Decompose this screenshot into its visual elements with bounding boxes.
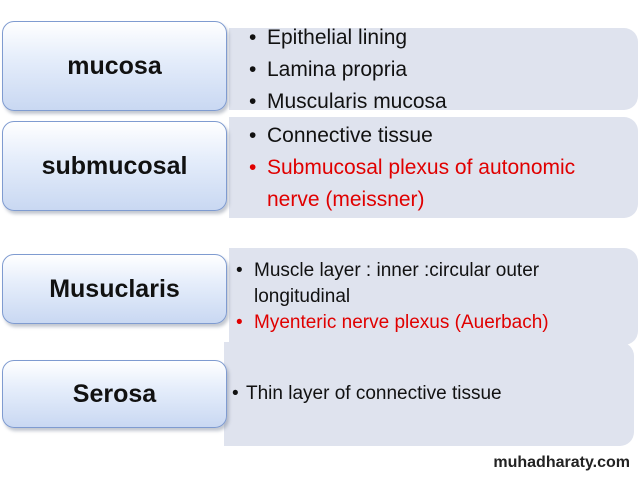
list-item: •Muscularis mucosa bbox=[249, 86, 629, 118]
list-item: •Connective tissue bbox=[249, 120, 619, 152]
mucosa-content-panel bbox=[229, 28, 638, 110]
bullet-icon: • bbox=[236, 312, 243, 333]
serosa-label-box: Serosa bbox=[2, 360, 227, 428]
bullet-icon: • bbox=[249, 124, 257, 147]
serosa-label: Serosa bbox=[72, 379, 157, 408]
submucosal-label: submucosal bbox=[41, 151, 188, 180]
list-item: •Thin layer of connective tissue bbox=[232, 381, 622, 407]
watermark-text: muhadharaty.com bbox=[493, 454, 630, 471]
bullet-icon: • bbox=[249, 58, 257, 81]
muscularis-label-box: Musuclaris bbox=[2, 254, 227, 324]
bullet-icon: • bbox=[232, 383, 239, 404]
list-item: •Muscle layer : inner :circular outer lo… bbox=[236, 260, 540, 307]
submucosal-content-panel bbox=[229, 117, 638, 218]
list-item: •Submucosal plexus of autonomic nerve (m… bbox=[249, 152, 619, 216]
mucosa-label: mucosa bbox=[67, 51, 162, 80]
list-item: •Epithelial lining bbox=[249, 22, 629, 54]
serosa-content-panel bbox=[224, 342, 634, 446]
muscularis-bullet-list: •Muscle layer : inner :circular outer lo… bbox=[236, 258, 616, 336]
list-item: •Myenteric nerve plexus (Auerbach) bbox=[236, 310, 616, 336]
muscularis-content-panel bbox=[229, 248, 638, 345]
bullet-icon: • bbox=[249, 156, 257, 179]
submucosal-label-box: submucosal bbox=[2, 121, 227, 211]
serosa-bullet-list: •Thin layer of connective tissue bbox=[232, 381, 622, 407]
mucosa-label-box: mucosa bbox=[2, 21, 227, 111]
list-item: •Lamina propria bbox=[249, 54, 629, 86]
bullet-icon: • bbox=[249, 26, 257, 49]
submucosal-bullet-list: •Connective tissue •Submucosal plexus of… bbox=[249, 120, 619, 216]
mucosa-bullet-list: •Epithelial lining •Lamina propria •Musc… bbox=[249, 22, 629, 118]
bullet-icon: • bbox=[236, 260, 243, 281]
muscularis-label: Musuclaris bbox=[49, 274, 180, 303]
bullet-icon: • bbox=[249, 90, 257, 113]
